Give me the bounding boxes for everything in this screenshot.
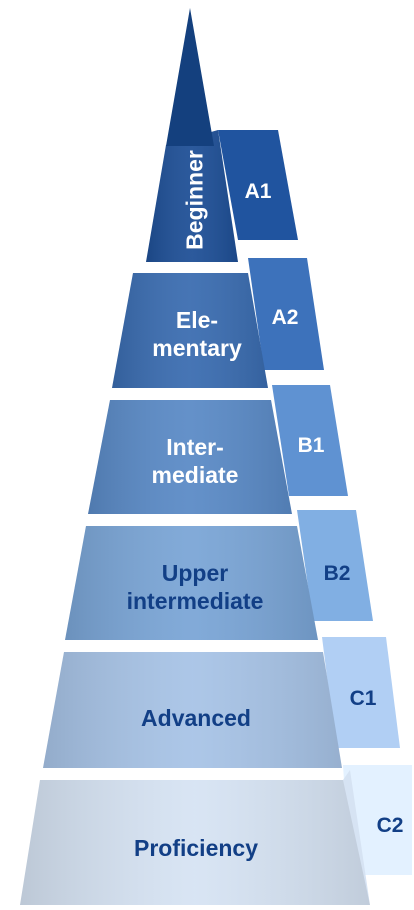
code-label-a1: A1 xyxy=(244,180,272,204)
level-label-elementary: Ele- mentary xyxy=(152,306,242,361)
code-label-b1: B1 xyxy=(297,434,325,458)
level-label-proficiency: Proficiency xyxy=(134,834,258,861)
level-label-beginner: Beginner xyxy=(181,150,208,250)
code-label-a2: A2 xyxy=(271,306,299,330)
level-label-advanced: Advanced xyxy=(141,704,251,731)
code-label-c1: C1 xyxy=(349,687,377,711)
code-label-c2: C2 xyxy=(376,814,404,838)
level-label-upper-intermediate: Upper intermediate xyxy=(126,559,264,614)
code-label-b2: B2 xyxy=(323,562,351,586)
level-label-intermediate: Inter- mediate xyxy=(151,433,239,488)
pyramid-tip xyxy=(166,8,214,146)
